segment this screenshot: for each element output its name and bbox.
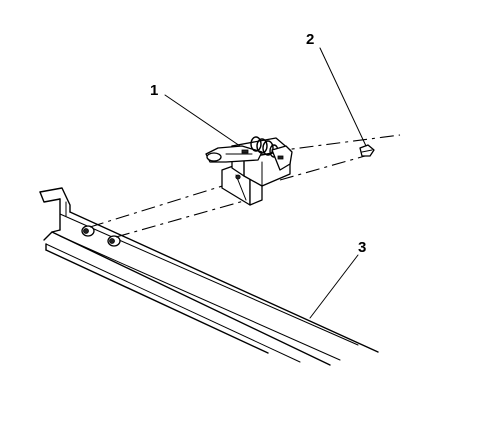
leader-lines bbox=[164, 47, 367, 319]
fastener-clip bbox=[359, 144, 375, 157]
callout-1-label: 1 bbox=[150, 82, 158, 99]
callout-3-label: 3 bbox=[358, 239, 366, 256]
alignment-lines bbox=[89, 134, 401, 238]
callout-2-label: 2 bbox=[306, 31, 314, 48]
rail-stud-rear bbox=[107, 235, 121, 247]
latch-assembly bbox=[205, 136, 293, 206]
latch-spring bbox=[250, 136, 279, 158]
rail-track bbox=[39, 187, 379, 366]
rail-stud-front bbox=[81, 225, 95, 237]
